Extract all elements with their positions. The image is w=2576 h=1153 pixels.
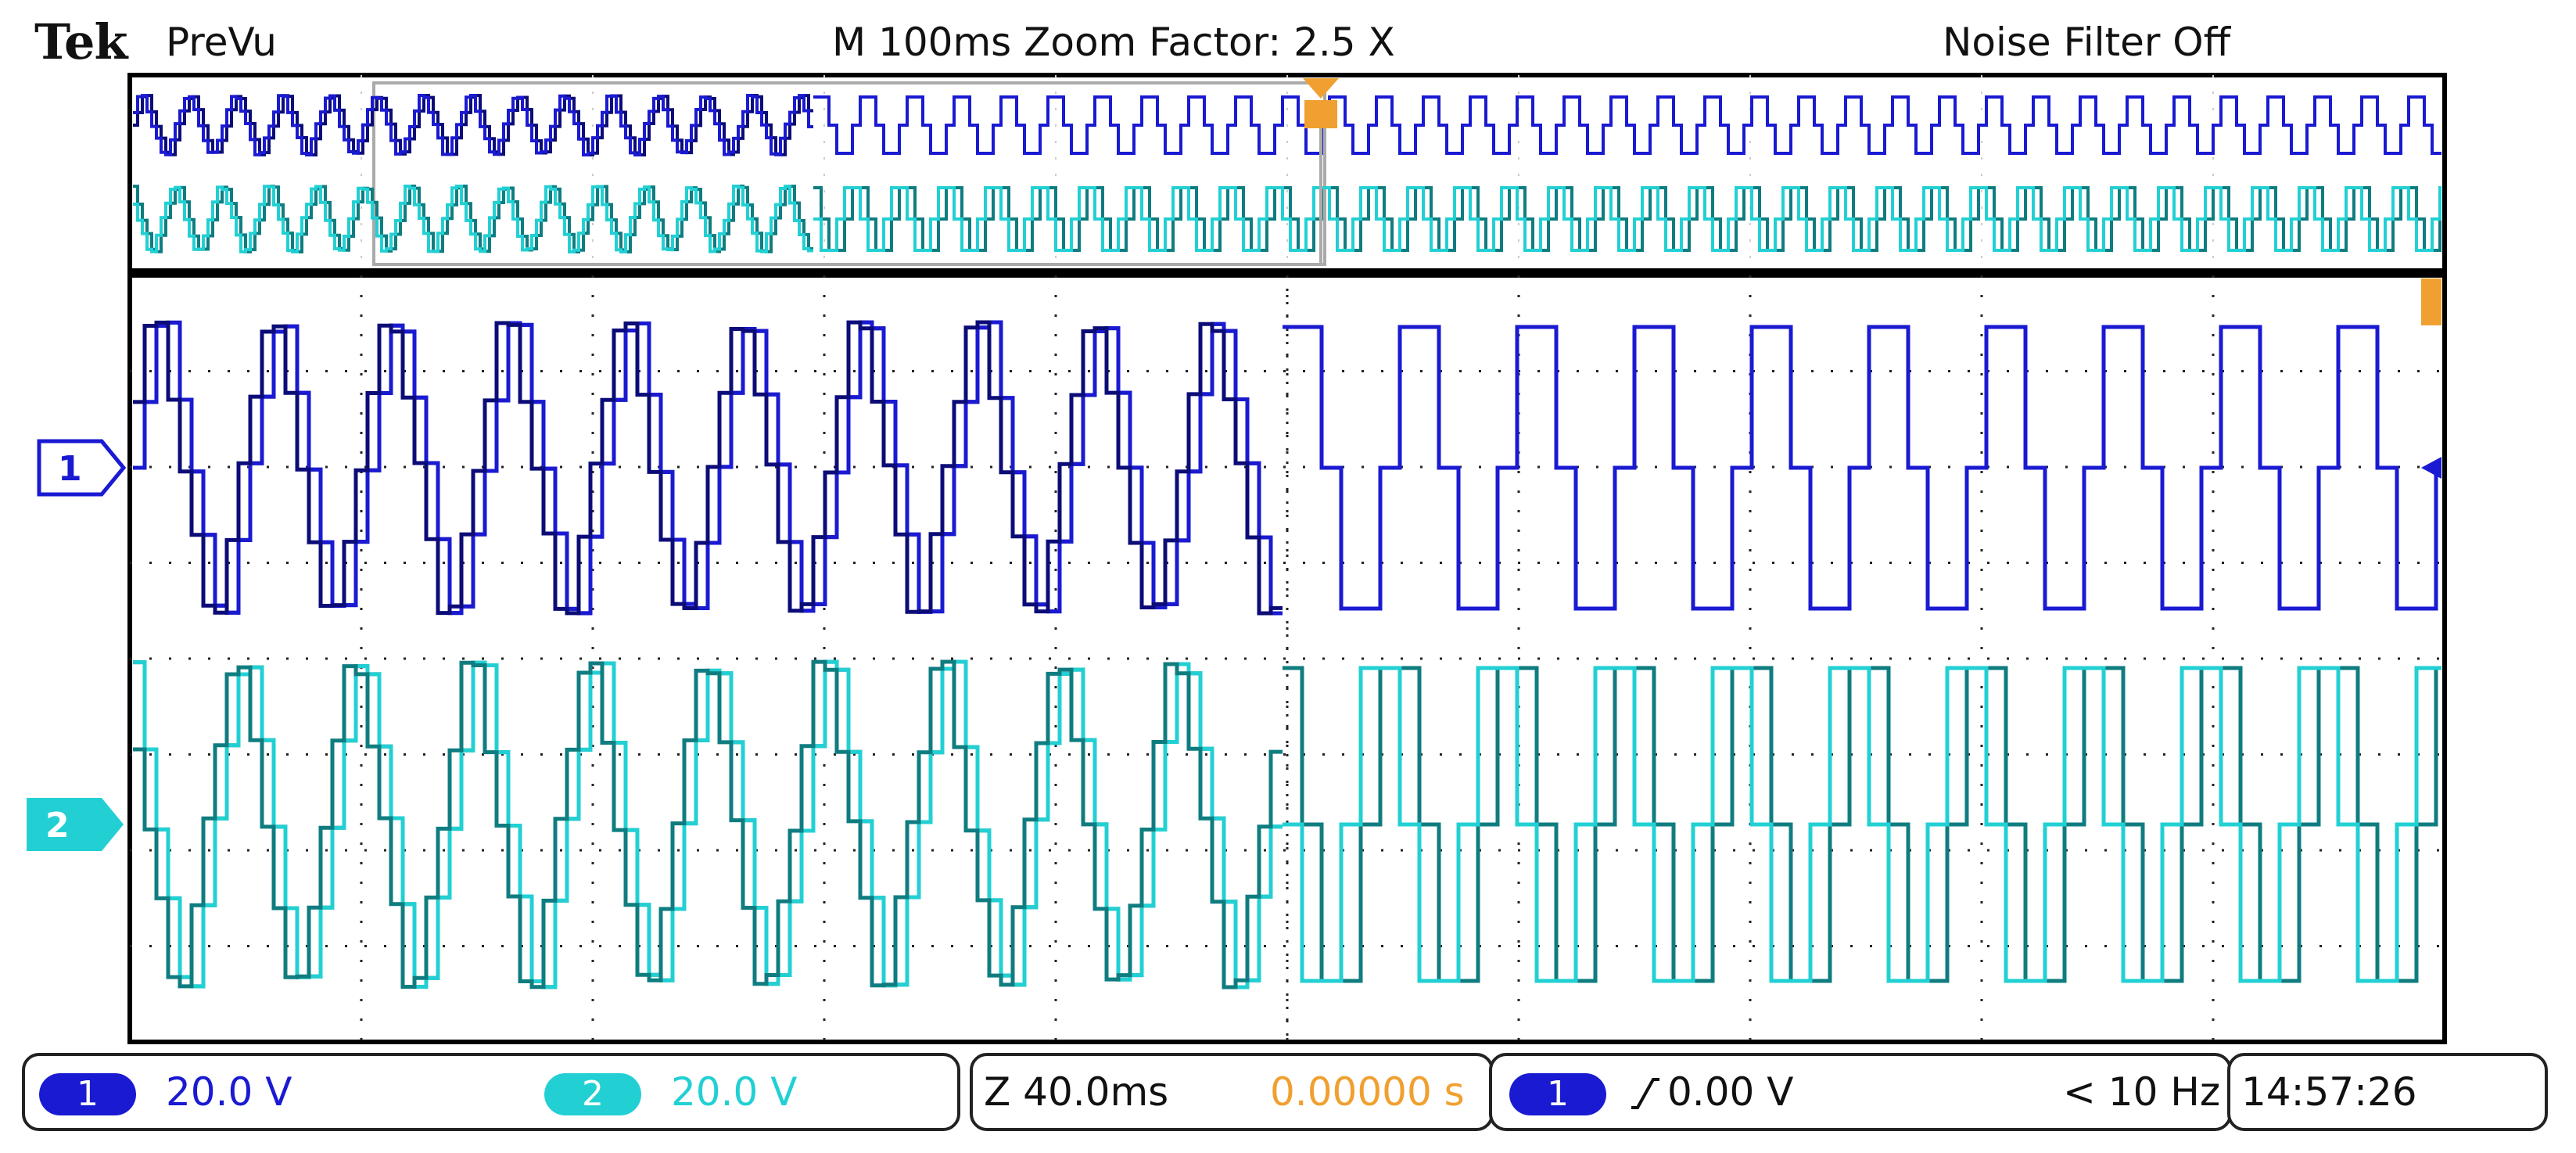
trigger-position-marker xyxy=(2421,278,2441,479)
overview-ch2-square xyxy=(813,186,2441,252)
zoom-timebase-readout[interactable]: Z 40.0ms 0.00000 s xyxy=(970,1053,1494,1131)
trigger-source-badge: 1 xyxy=(1509,1073,1606,1115)
ch1-trace-stepped xyxy=(133,320,1283,616)
ch2-trace-stepped xyxy=(133,659,1283,990)
clock-time: 14:57:26 xyxy=(2241,1069,2417,1115)
channel-2-marker-label: 2 xyxy=(45,806,70,846)
vertical-scale-readout[interactable]: 1 20.0 V 2 20.0 V xyxy=(22,1053,960,1131)
main-graticule xyxy=(130,275,2445,1042)
acquisition-mode-label: PreVu xyxy=(166,20,277,65)
tek-logo: Tek xyxy=(34,13,127,70)
trigger-level: 0.00 V xyxy=(1667,1069,1794,1115)
zoom-window-bracket[interactable] xyxy=(372,81,1326,266)
trigger-readout[interactable]: 1 0.00 V < 10 Hz xyxy=(1489,1053,2232,1131)
trigger-frequency: < 10 Hz xyxy=(2063,1069,2221,1115)
overview-ch1-stepped xyxy=(133,94,813,156)
timebase-zoom-readout: M 100ms Zoom Factor: 2.5 X xyxy=(832,20,1395,65)
clock-readout: 14:57:26 xyxy=(2227,1053,2548,1131)
ch2-trace-square xyxy=(1283,666,2441,983)
rising-edge-icon xyxy=(1631,1078,1659,1109)
zoom-position: 0.00000 s xyxy=(1270,1069,1465,1115)
channel-1-marker-label: 1 xyxy=(58,449,82,489)
ch2-scale: 20.0 V xyxy=(671,1069,798,1115)
channel-2-marker[interactable]: 2 xyxy=(27,798,124,851)
overview-traces xyxy=(133,94,2441,253)
ch1-badge: 1 xyxy=(39,1073,136,1115)
zoom-time-per-div: Z 40.0ms xyxy=(984,1069,1169,1115)
overview-trigger-marker xyxy=(1303,78,1339,266)
ch2-trace-stepped xyxy=(133,659,1283,990)
ch1-scale: 20.0 V xyxy=(166,1069,292,1115)
overview-ch2-stepped xyxy=(133,185,813,253)
ch2-badge: 2 xyxy=(544,1073,641,1115)
main-traces xyxy=(133,320,2441,990)
channel-1-marker[interactable]: 1 xyxy=(37,439,127,497)
overview-frame xyxy=(127,73,2447,273)
noise-filter-status: Noise Filter Off xyxy=(1943,20,2231,65)
ch1-trace-stepped xyxy=(133,320,1283,616)
overview-ch1-square xyxy=(813,95,2441,155)
ch1-trace-square xyxy=(1283,325,2441,611)
